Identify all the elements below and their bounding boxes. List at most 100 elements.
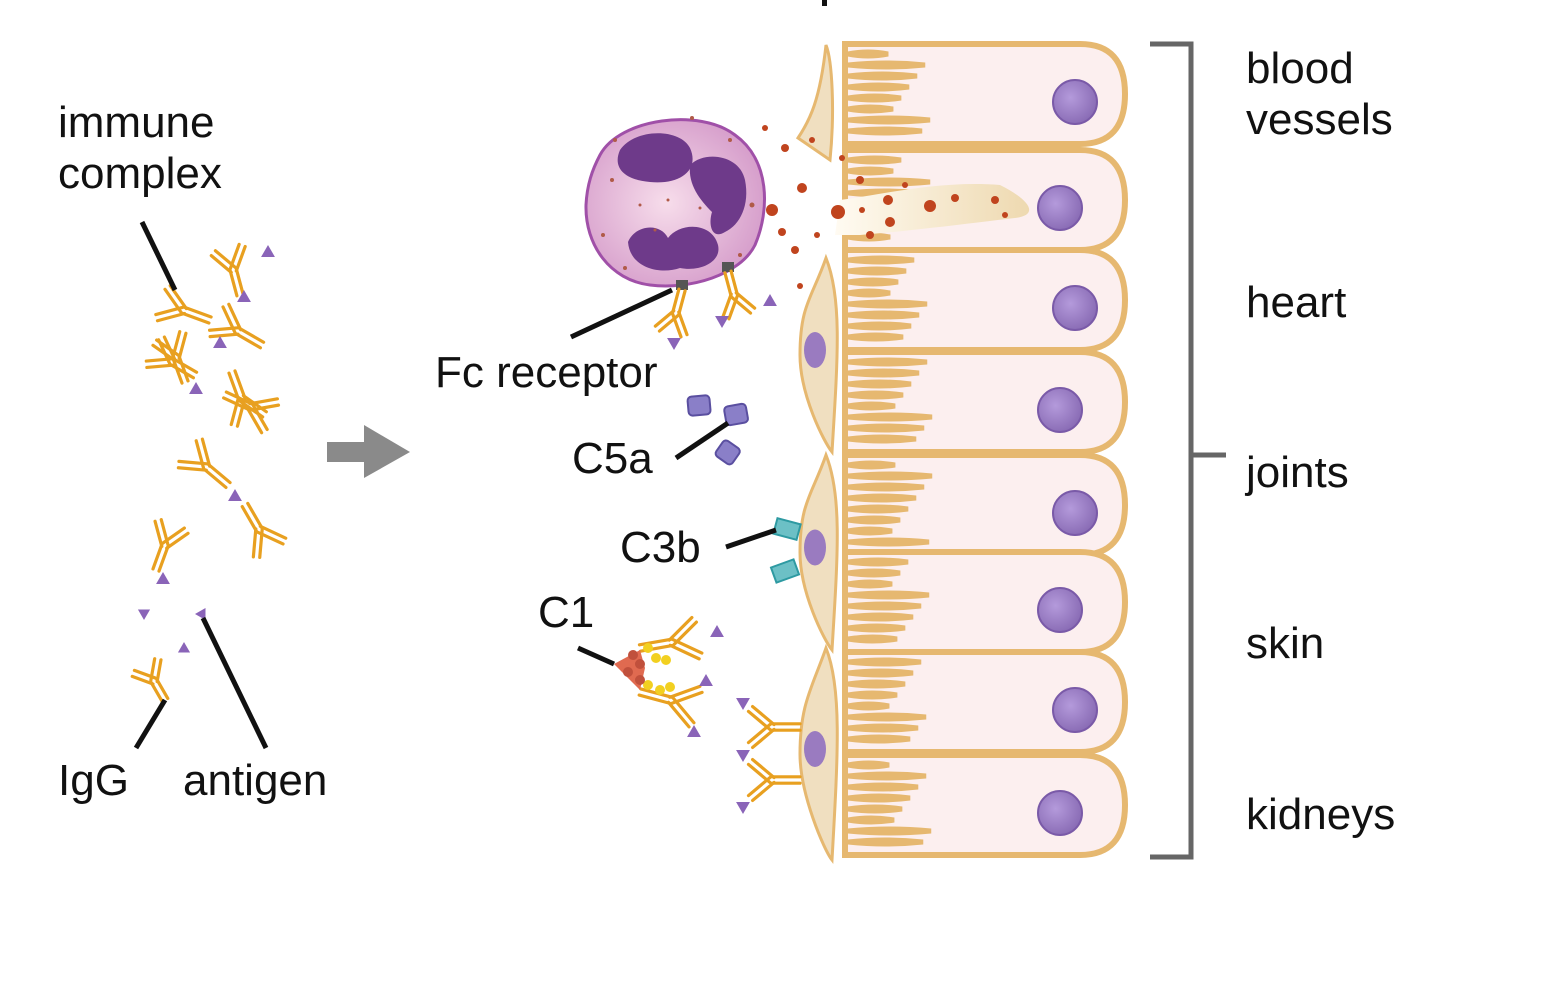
immune-complex-label: immune complex bbox=[58, 98, 222, 198]
membrane-fold bbox=[847, 423, 925, 433]
antigen-icon bbox=[736, 750, 750, 762]
antigen-icon bbox=[228, 489, 242, 501]
neutrophil-cell bbox=[584, 116, 766, 288]
endothelial-nucleus bbox=[804, 731, 826, 767]
antigen-icon bbox=[667, 338, 681, 350]
antigen-icon bbox=[177, 642, 191, 653]
c5a-leader-line bbox=[674, 420, 730, 461]
neutrophil-nucleus-lobe-1 bbox=[617, 133, 693, 183]
c5a-fragments bbox=[686, 394, 749, 466]
membrane-fold bbox=[847, 155, 902, 165]
membrane-fold bbox=[847, 504, 909, 514]
membrane-fold bbox=[847, 93, 902, 103]
antigen-icon bbox=[195, 607, 206, 621]
antibody-igg-icon bbox=[746, 757, 802, 803]
granule bbox=[885, 217, 895, 227]
membrane-fold bbox=[847, 579, 893, 589]
cell-nucleus bbox=[1052, 79, 1098, 125]
antigen-icon bbox=[710, 625, 724, 637]
process-arrow-icon bbox=[327, 425, 410, 478]
granule bbox=[839, 155, 845, 161]
cell-nucleus bbox=[1052, 285, 1098, 331]
membrane-fold bbox=[847, 401, 896, 411]
c3b-leader-line bbox=[725, 527, 777, 550]
c1q-head bbox=[661, 655, 671, 665]
organ-label-heart: heart bbox=[1246, 278, 1347, 327]
membrane-fold bbox=[847, 782, 919, 792]
membrane-fold bbox=[847, 701, 890, 711]
wall-bound-antibodies bbox=[736, 698, 802, 814]
membrane-fold bbox=[847, 734, 911, 744]
granule bbox=[902, 182, 908, 188]
membrane-fold bbox=[847, 104, 894, 114]
membrane-fold bbox=[847, 49, 889, 59]
membrane-fold bbox=[847, 368, 920, 378]
fc-receptor-icon bbox=[676, 280, 688, 290]
membrane-fold bbox=[847, 166, 894, 176]
membrane-fold bbox=[847, 837, 924, 847]
membrane-fold bbox=[847, 760, 890, 770]
membrane-fold bbox=[847, 712, 927, 722]
endothelial-nucleus bbox=[804, 529, 826, 566]
c3b-label: C3b bbox=[620, 523, 701, 572]
antigen-leader-line bbox=[200, 616, 269, 750]
c1q-head bbox=[655, 685, 665, 695]
antibody-igg-icon bbox=[637, 684, 704, 729]
granule bbox=[797, 183, 807, 193]
fc-bound-antibodies bbox=[653, 262, 777, 350]
antibody-igg-icon bbox=[746, 704, 802, 750]
granule bbox=[766, 204, 778, 216]
membrane-fold bbox=[847, 379, 912, 389]
c1-node bbox=[628, 650, 638, 660]
membrane-fold bbox=[847, 815, 895, 825]
antibody-igg-icon bbox=[151, 330, 190, 385]
antigen-icon bbox=[736, 698, 750, 710]
membrane-fold bbox=[847, 390, 904, 400]
granule bbox=[778, 228, 786, 236]
antigen-icon bbox=[213, 336, 227, 348]
igg-leader-line bbox=[133, 698, 168, 750]
membrane-fold bbox=[847, 177, 931, 187]
antigen-icon bbox=[189, 382, 203, 394]
cell-nucleus bbox=[1037, 587, 1083, 633]
membrane-fold bbox=[847, 71, 918, 81]
membrane-fold bbox=[847, 826, 932, 836]
membrane-fold bbox=[847, 493, 917, 503]
membrane-fold bbox=[847, 793, 911, 803]
antigen-icon bbox=[699, 674, 713, 686]
granule bbox=[831, 205, 845, 219]
membrane-fold bbox=[847, 601, 922, 611]
antigen-icon bbox=[736, 802, 750, 814]
c1-complex bbox=[614, 615, 724, 737]
c3b-fragments bbox=[769, 516, 802, 584]
granule bbox=[866, 231, 874, 239]
cell-nucleus bbox=[1037, 185, 1083, 231]
antigen-icon bbox=[261, 245, 275, 257]
fc-receptor-leader-line bbox=[569, 287, 674, 340]
neutrophil-nucleus-lobe-3 bbox=[628, 226, 719, 271]
c1-label: C1 bbox=[538, 588, 595, 637]
cell-nucleus bbox=[1037, 790, 1083, 836]
membrane-fold bbox=[847, 623, 906, 633]
membrane-fold bbox=[847, 690, 898, 700]
membrane-fold bbox=[847, 460, 896, 470]
membrane-fold bbox=[847, 115, 931, 125]
antibody-igg-icon bbox=[151, 518, 190, 573]
organ-label-joints: joints bbox=[1246, 448, 1349, 497]
membrane-fold bbox=[847, 82, 910, 92]
antibody-igg-icon bbox=[637, 615, 704, 661]
membrane-fold bbox=[847, 723, 919, 733]
fc-receptor-label: Fc receptor bbox=[435, 348, 658, 397]
membrane-fold bbox=[847, 60, 926, 70]
membrane-fold bbox=[847, 412, 933, 422]
antibody-igg-icon bbox=[721, 269, 757, 321]
membrane-fold bbox=[847, 310, 920, 320]
antigen-icon bbox=[763, 294, 777, 306]
organ-label-skin: skin bbox=[1246, 619, 1325, 668]
membrane-fold bbox=[847, 568, 901, 578]
membrane-fold bbox=[847, 804, 903, 814]
endothelial-nucleus bbox=[804, 332, 826, 368]
granule bbox=[814, 232, 820, 238]
membrane-fold bbox=[847, 612, 914, 622]
antigen-icon bbox=[237, 290, 251, 302]
